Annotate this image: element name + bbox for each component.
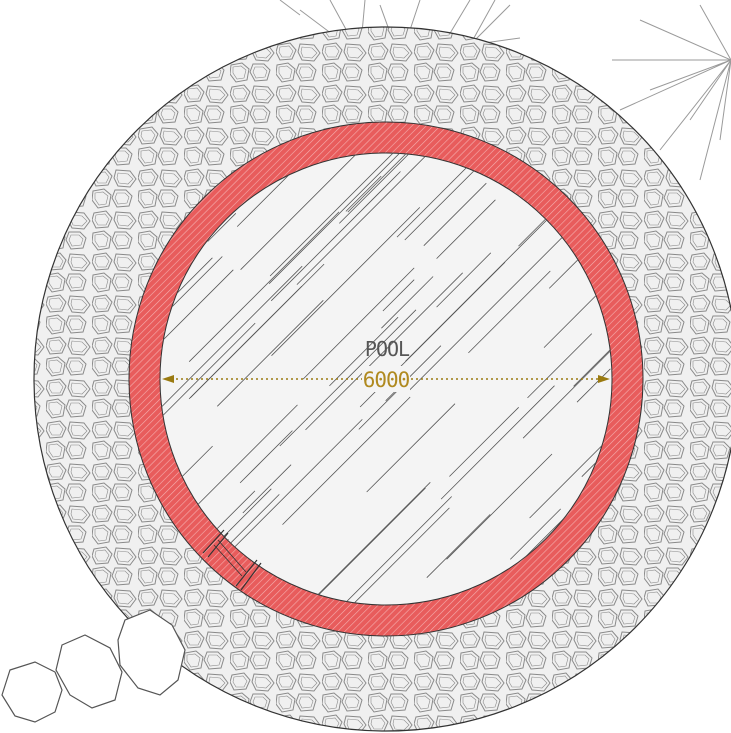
water-hatch-line <box>271 207 421 356</box>
water-hatch-line <box>188 211 340 362</box>
diameter-dimension: 6000 <box>162 366 610 392</box>
water-hatch-line <box>306 487 426 605</box>
water-hatch-line <box>381 276 434 329</box>
water-hatch-line <box>436 199 496 259</box>
diameter-value: 6000 <box>363 368 410 392</box>
water-hatch-line <box>468 270 551 354</box>
water-hatch-line <box>160 265 303 442</box>
water-hatch-line <box>548 256 582 289</box>
water-hatch-line <box>270 171 401 302</box>
water-hatch-line <box>268 153 450 284</box>
water-hatch-line <box>319 496 452 605</box>
pool-label: POOL <box>365 337 410 361</box>
water-hatch-line <box>242 464 292 514</box>
water-hatch-line <box>190 263 325 398</box>
water-hatch-line <box>279 309 417 447</box>
water-hatch-line <box>347 153 420 213</box>
water-hatch-line <box>240 153 405 270</box>
water-hatch-line <box>207 213 237 242</box>
water-hatch-line <box>366 403 456 493</box>
water-hatch-line <box>573 322 612 387</box>
water-hatch-line <box>345 175 382 212</box>
water-hatch-line <box>408 219 580 392</box>
water-hatch-line <box>446 453 553 560</box>
water-hatch-line <box>510 508 561 560</box>
water-hatch-line <box>329 316 399 387</box>
water-hatch-line <box>436 252 492 308</box>
water-hatch-line <box>576 368 611 403</box>
water-hatch-line <box>449 407 519 477</box>
water-hatch-line <box>284 507 450 605</box>
boulder-group <box>1 609 186 723</box>
water-hatch-line <box>217 300 324 407</box>
water-hatch-line <box>239 430 293 484</box>
water-hatch-line <box>404 153 510 241</box>
water-hatch-line <box>527 333 593 399</box>
water-hatch-line <box>426 514 491 578</box>
water-hatch-line <box>163 322 256 416</box>
water-hatch-line <box>160 269 234 370</box>
water-hatch-line <box>305 272 463 431</box>
dimension-arrow-left-icon <box>162 375 174 383</box>
water-hatch-line <box>296 153 448 285</box>
water-hatch-line <box>543 251 612 348</box>
water-hatch-line <box>282 396 411 525</box>
water-hatch-line <box>302 267 415 380</box>
water-hatch-line <box>339 153 423 224</box>
water-hatch-line <box>269 153 449 277</box>
water-hatch-line <box>423 182 487 246</box>
water-hatch-line <box>440 385 555 500</box>
water-hatch-line <box>522 345 612 439</box>
dimension-arrow-right-icon <box>598 375 610 383</box>
pool-ladder <box>202 529 262 591</box>
water-hatch-line <box>382 279 415 312</box>
